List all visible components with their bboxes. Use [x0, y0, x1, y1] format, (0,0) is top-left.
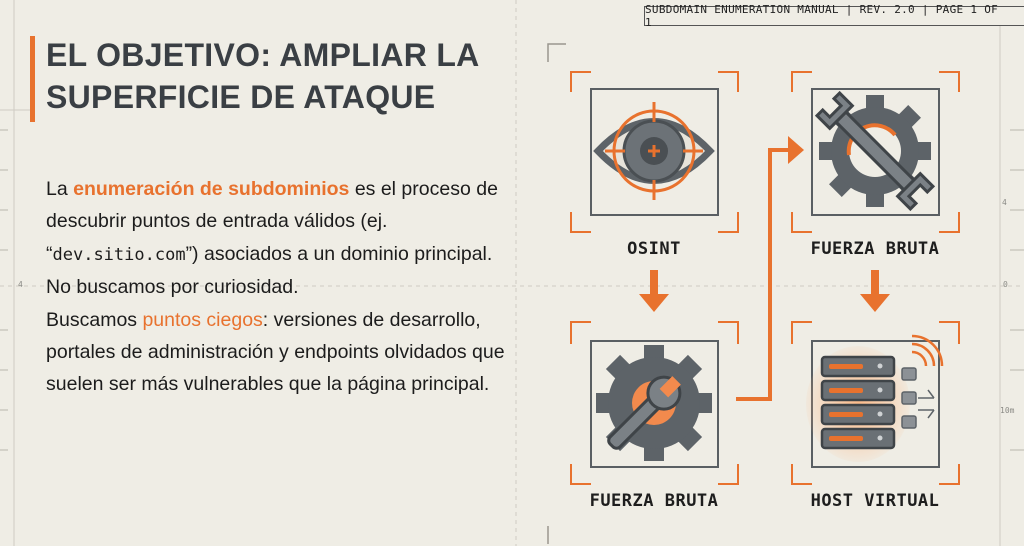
arrow-fuerza-bruta-to-fuerza-bruta	[736, 136, 804, 401]
description-paragraph-1: La enumeración de subdominios es el proc…	[46, 173, 516, 271]
node-frame-fuerza-bruta-1	[791, 71, 960, 233]
document-header-text: SUBDOMAIN ENUMERATION MANUAL | REV. 2.0 …	[645, 3, 999, 29]
node-label-fuerza-bruta-1: FUERZA BRUTA	[810, 239, 940, 259]
p3-prefix: Buscamos	[46, 308, 143, 331]
ruler-zero-label: 0	[1003, 280, 1008, 289]
wrench-gear-icon	[814, 90, 936, 212]
title-accent-bar	[30, 36, 35, 122]
ruler-ten-label: 10m	[1000, 406, 1015, 415]
eye-icon	[593, 102, 715, 200]
page-title-line2: SUPERFICIE DE ATAQUE	[46, 79, 436, 115]
p3-suffix: : versiones de desarrollo, portales de a…	[46, 308, 505, 396]
node-label-fuerza-bruta-2: FUERZA BRUTA	[589, 491, 719, 511]
p3-highlight: puntos ciegos	[142, 308, 263, 331]
document-header: SUBDOMAIN ENUMERATION MANUAL | REV. 2.0 …	[644, 3, 1024, 29]
node-label-osint: OSINT	[627, 239, 681, 259]
arrow-fuerza-bruta-to-host-virtual	[860, 270, 890, 312]
description-paragraph-3: Buscamos puntos ciegos: versiones de des…	[46, 304, 516, 401]
gear-wrench-icon	[596, 345, 712, 461]
p1-highlight: enumeración de subdominios	[73, 178, 350, 200]
p1-prefix: La	[46, 178, 74, 200]
node-label-host-virtual: HOST VIRTUAL	[810, 491, 940, 511]
p1-code: dev.sitio.com	[52, 244, 186, 265]
p1-suffix: ”) asociados a un dominio principal.	[185, 242, 493, 265]
description-paragraph-2: No buscamos por curiosidad.	[46, 276, 299, 299]
description: La enumeración de subdominios es el proc…	[46, 173, 516, 401]
arrow-osint-to-fuerza-bruta	[639, 270, 669, 312]
node-frame-fuerza-bruta-2	[570, 321, 739, 485]
page-title-line1: EL OBJETIVO: AMPLIAR LA	[46, 37, 480, 73]
page-title: EL OBJETIVO: AMPLIAR LA SUPERFICIE DE AT…	[46, 34, 526, 118]
ruler-four-right-label: 4	[1002, 198, 1007, 207]
p1-middle: es el proceso de descubrir puntos de ent…	[46, 178, 498, 265]
server-icon	[806, 334, 944, 462]
node-frame-osint	[570, 71, 739, 233]
ruler-four-left-label: 4	[18, 280, 23, 289]
